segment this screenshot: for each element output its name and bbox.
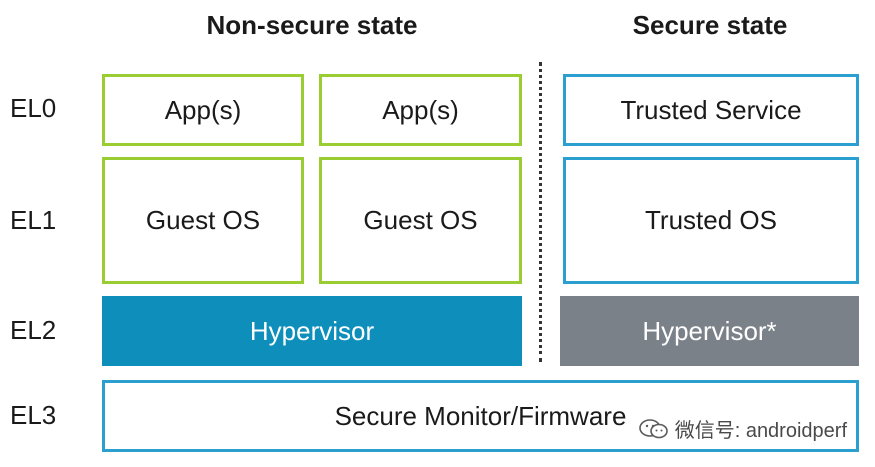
wechat-icon bbox=[638, 418, 668, 438]
el1-label: EL1 bbox=[10, 205, 57, 235]
guest-os-label: Guest OS bbox=[145, 205, 261, 235]
trusted-os-box: Trusted OS bbox=[563, 157, 859, 284]
app-label: App(s) bbox=[164, 94, 242, 125]
non-secure-app-box-1: App(s) bbox=[102, 74, 304, 146]
hypervisor-box: Hypervisor bbox=[102, 296, 522, 366]
hypervisor-label: Hypervisor bbox=[249, 315, 375, 346]
app-label: App(s) bbox=[382, 94, 459, 125]
guest-os-box-1: Guest OS bbox=[102, 157, 304, 284]
trusted-service-box: Trusted Service bbox=[563, 74, 859, 146]
trusted-service-label: Trusted Service bbox=[620, 94, 802, 125]
guest-os-box-2: Guest OS bbox=[319, 157, 522, 284]
guest-os-label: Guest OS bbox=[363, 205, 478, 235]
secure-state-heading: Secure state bbox=[632, 10, 788, 40]
security-state-divider bbox=[539, 62, 542, 362]
watermark-text: 微信号: androidperf bbox=[674, 420, 847, 442]
non-secure-app-box-2: App(s) bbox=[319, 74, 522, 146]
secure-monitor-box: Secure Monitor/Firmware bbox=[102, 380, 859, 452]
watermark: 微信号: androidperf bbox=[638, 414, 847, 443]
el2-label: EL2 bbox=[10, 315, 57, 345]
secure-hypervisor-box: Hypervisor* bbox=[560, 296, 859, 366]
secure-monitor-label: Secure Monitor/Firmware bbox=[334, 400, 627, 431]
trusted-os-label: Trusted OS bbox=[645, 205, 777, 235]
secure-hypervisor-label: Hypervisor* bbox=[642, 315, 777, 346]
non-secure-state-heading: Non-secure state bbox=[206, 10, 418, 40]
el0-label: EL0 bbox=[10, 93, 57, 123]
el3-label: EL3 bbox=[10, 400, 57, 430]
